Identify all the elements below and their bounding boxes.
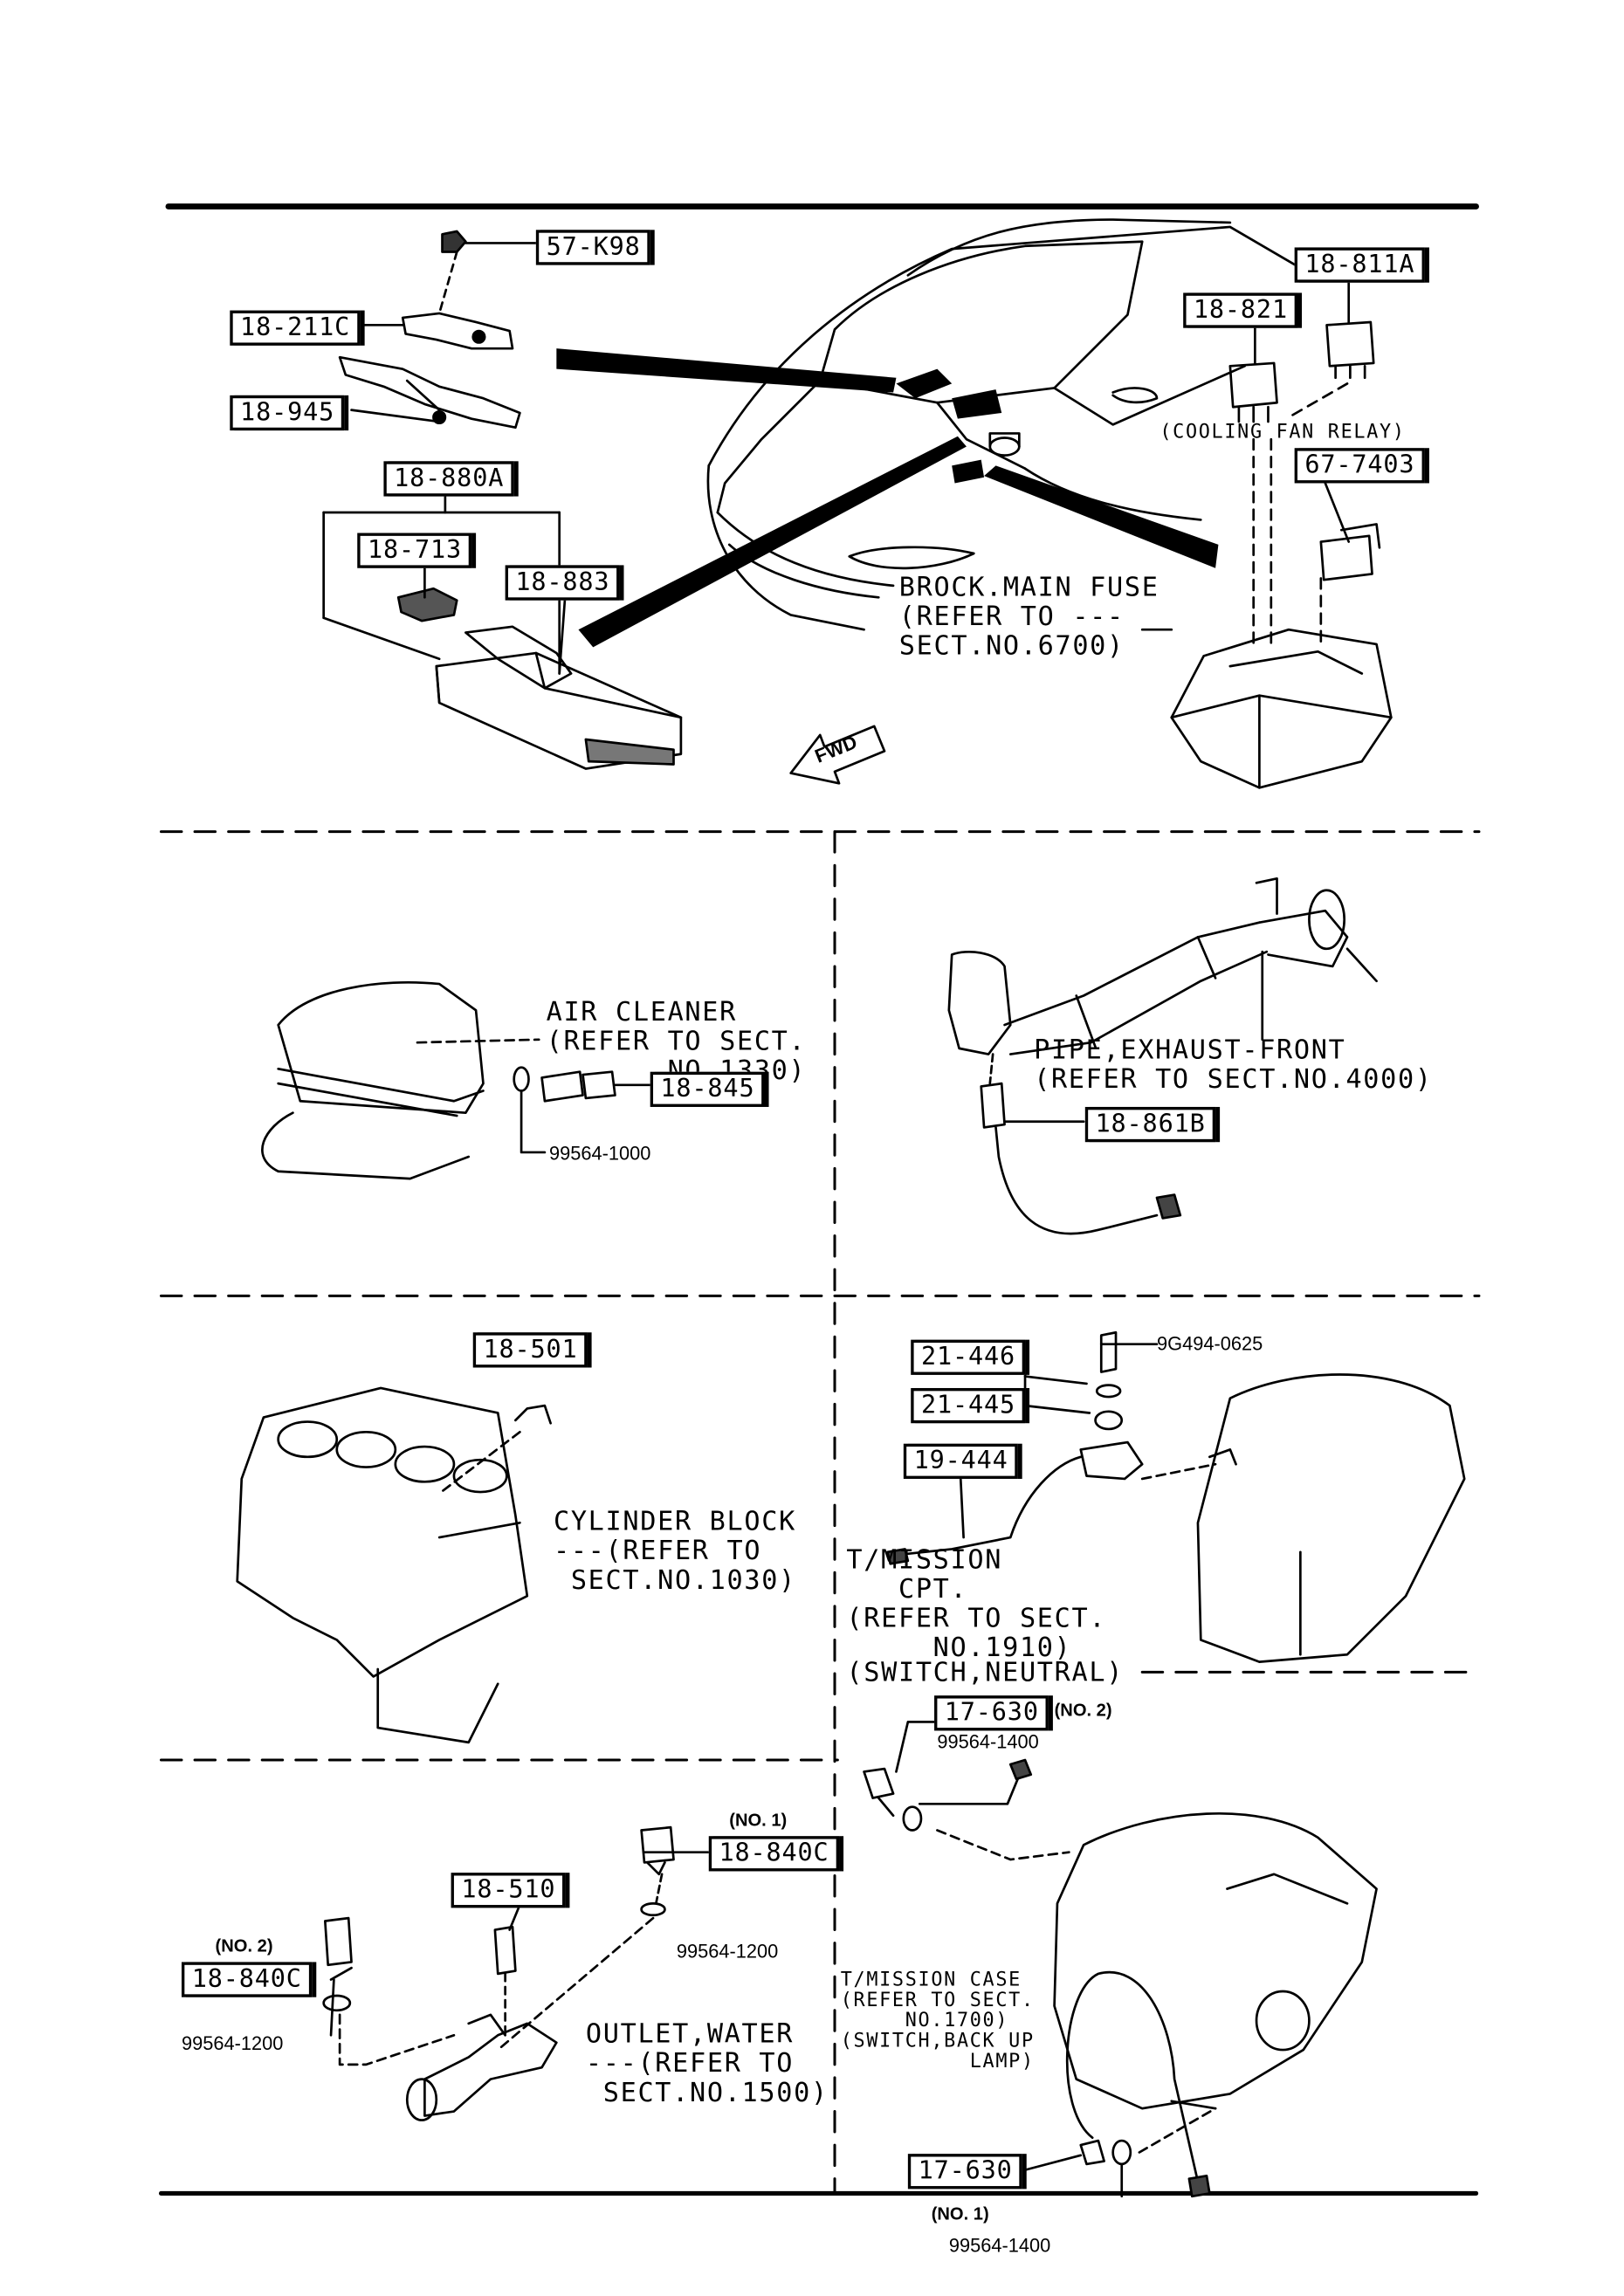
part-18-945: 18-945 [230, 395, 345, 431]
no2-label-17-630: (NO. 2) [1054, 1700, 1112, 1721]
part-67-7403: 67-7403 [1294, 448, 1426, 484]
cooling-fan-relay-label: (COOLING FAN RELAY) [1160, 422, 1406, 444]
outlet-water-ref: OUTLET,WATER ---(REFER TO SECT.NO.1500) [585, 2018, 829, 2109]
part-18-510: 18-510 [451, 1873, 567, 1908]
no1-label-18-840c: (NO. 1) [729, 1810, 788, 1831]
cylinder-block-ref: CYLINDER BLOCK ---(REFER TO SECT.NO.1030… [553, 1506, 796, 1597]
part-18-840c-no2: 18-840C [181, 1962, 313, 1997]
washer-99564-1200-b: 99564-1200 [181, 2031, 284, 2055]
part-57-k98: 57-K98 [535, 230, 651, 265]
washer-99564-1400-bottom: 99564-1400 [948, 2234, 1051, 2257]
pointer-arrows [556, 348, 1219, 648]
car-outline [706, 218, 1319, 631]
part-18-861b: 18-861B [1084, 1106, 1216, 1143]
washer-99564-1400-top: 99564-1400 [937, 1730, 1039, 1753]
part-17-630-no1: 17-630 [907, 2154, 1023, 2189]
water-outlet-drawing [322, 1825, 675, 2121]
washer-99564-1000: 99564-1000 [548, 1142, 651, 1165]
part-21-446: 21-446 [911, 1339, 1026, 1375]
air-cleaner-drawing [261, 981, 652, 1180]
transmission-drawing [863, 1721, 1378, 2198]
bolt-9g494-0625: 9G494-0625 [1156, 1332, 1263, 1355]
pipe-exhaust-ref: PIPE,EXHAUST-FRONT (REFER TO SECT.NO.400… [1034, 1035, 1433, 1096]
relays-and-fuse-box [1170, 277, 1393, 789]
part-18-840c-no1: 18-840C [708, 1836, 840, 1872]
exhaust-drawing [947, 876, 1378, 1235]
part-19-444: 19-444 [903, 1443, 1019, 1479]
part-18-845: 18-845 [650, 1071, 766, 1107]
neutral-switch-drawing [886, 1330, 1466, 1663]
part-18-821: 18-821 [1183, 292, 1298, 328]
switch-neutral-label: (SWITCH,NEUTRAL) [846, 1657, 1125, 1688]
block-main-fuse-ref: BROCK.MAIN FUSE (REFER TO --- SECT.NO.67… [898, 572, 1160, 663]
part-18-883: 18-883 [505, 565, 621, 601]
part-18-211c: 18-211C [230, 310, 361, 346]
cylinder-block-drawing [236, 1386, 552, 1744]
ecu-module [322, 511, 683, 770]
part-18-713: 18-713 [357, 533, 472, 568]
frame-lines [158, 203, 1481, 2196]
air-cleaner-ref: AIR CLEANER (REFER TO SECT. NO.1330) [546, 997, 807, 1086]
part-18-811a: 18-811A [1294, 247, 1426, 283]
tmission-case-ref: T/MISSION CASE (REFER TO SECT. NO.1700) … [840, 1969, 1035, 2073]
no1-label-17-630: (NO. 1) [931, 2203, 989, 2224]
ecu-bracket-parts [338, 230, 521, 430]
part-18-880a: 18-880A [383, 461, 514, 497]
part-18-501: 18-501 [472, 1332, 588, 1368]
leader-lines [329, 242, 1173, 2171]
part-17-630-no2: 17-630 [934, 1695, 1049, 1731]
no2-label-18-840c: (NO. 2) [215, 1935, 273, 1956]
washer-99564-1200-a: 99564-1200 [676, 1940, 779, 1963]
tmission-cpt-ref: T/MISSION CPT. (REFER TO SECT. NO.1910) [846, 1544, 1107, 1664]
part-21-445: 21-445 [911, 1387, 1026, 1424]
fwd-arrow [789, 725, 886, 785]
